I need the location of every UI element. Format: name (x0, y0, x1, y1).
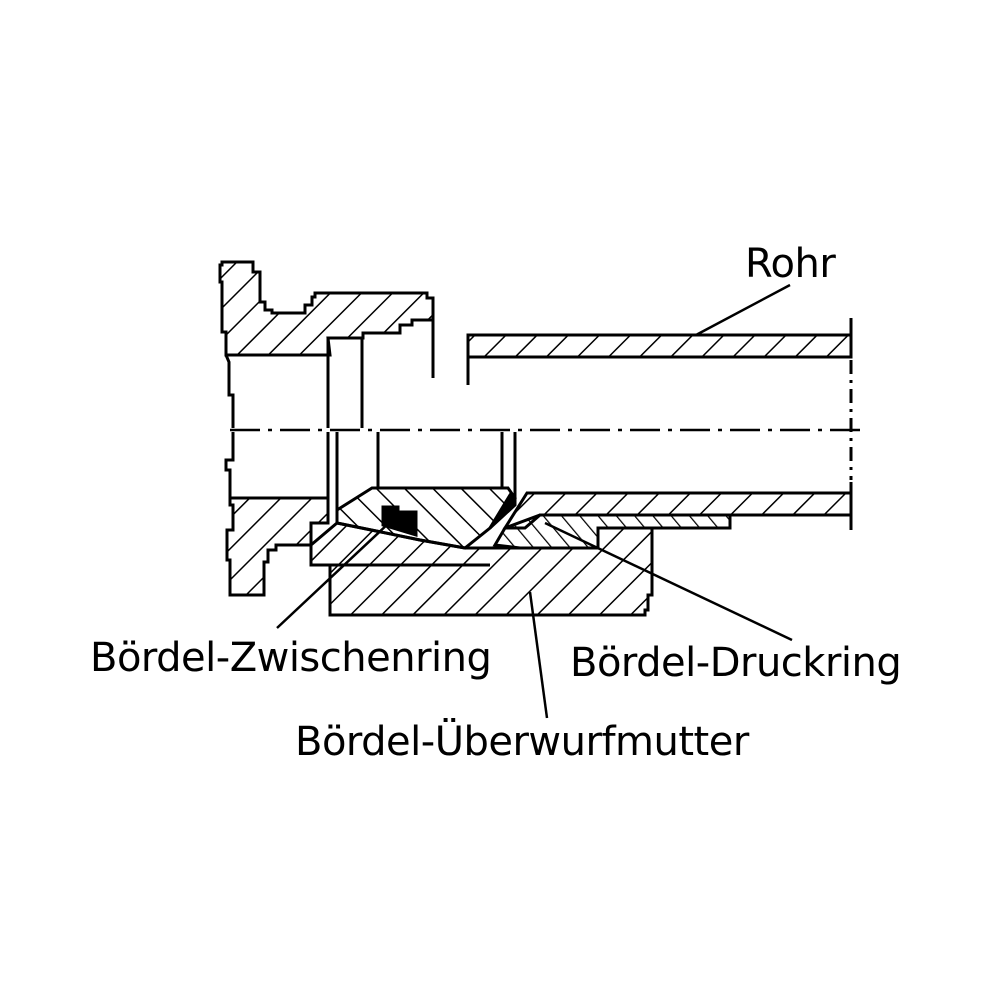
housing-upper (218, 260, 435, 428)
seal-left (381, 505, 418, 538)
leader-rohr (695, 283, 791, 337)
label-rohr: Rohr (745, 241, 836, 287)
label-ueberwurfmutter: Bördel-Überwurfmutter (295, 719, 749, 765)
housing-lower (224, 432, 339, 597)
leader-ueberwurfmutter (528, 591, 549, 719)
pipe-upper-wall (466, 318, 853, 385)
label-zwischenring: Bördel-Zwischenring (90, 635, 492, 681)
union-nut (309, 521, 654, 617)
leader-zwischenring (276, 521, 391, 629)
label-druckring: Bördel-Druckring (570, 640, 902, 686)
seal-right (488, 492, 517, 530)
leader-druckring (544, 521, 793, 642)
